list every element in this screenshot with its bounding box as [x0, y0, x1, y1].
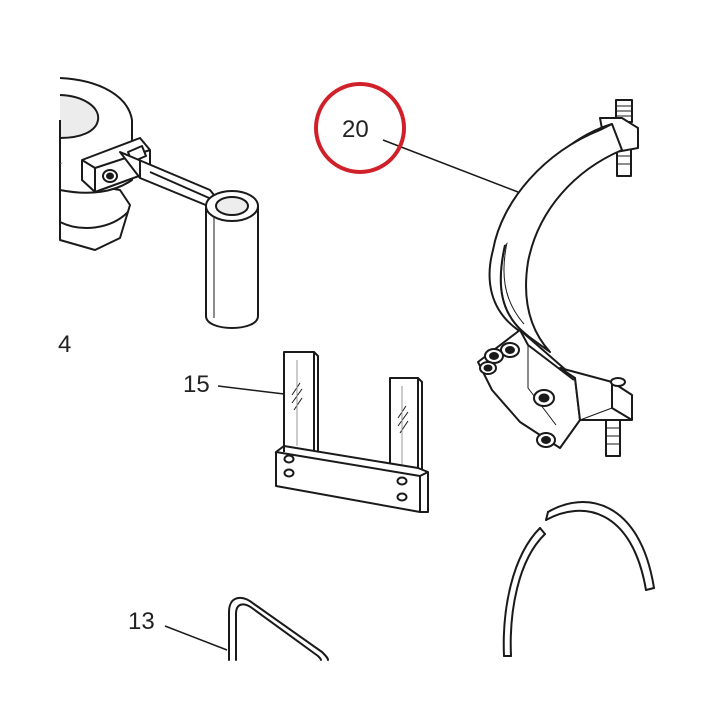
- callout-14-partial: 4: [58, 331, 71, 358]
- part-20-semicircular-bracket[interactable]: [478, 100, 638, 456]
- callout-15: 15: [183, 371, 210, 398]
- part-15-u-holder[interactable]: [276, 352, 428, 512]
- part-13-rod-loop[interactable]: [229, 598, 328, 660]
- highlight-ring-20[interactable]: [314, 82, 406, 174]
- leader-line-20: [382, 139, 519, 193]
- part-14-collar-arm[interactable]: [60, 78, 258, 328]
- callout-13: 13: [128, 608, 155, 635]
- callout-20: 20: [342, 116, 369, 143]
- leader-line-13: [164, 625, 228, 651]
- bolt-heads: [480, 343, 555, 447]
- part-curved-hose[interactable]: [504, 502, 654, 656]
- leader-line-15: [217, 385, 285, 395]
